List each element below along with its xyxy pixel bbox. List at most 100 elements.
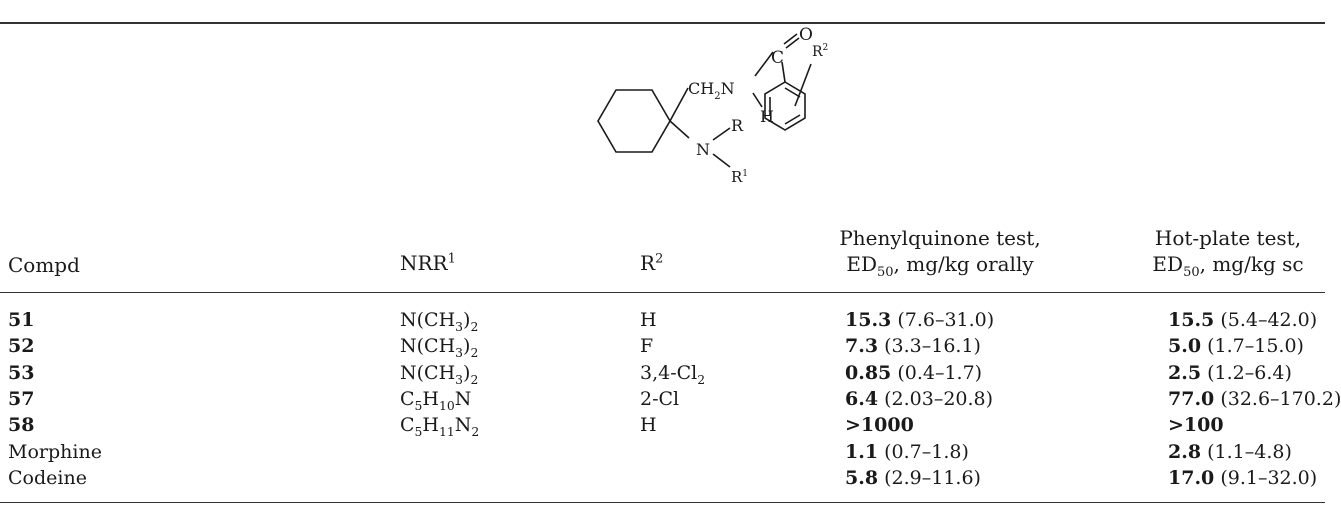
activity-range: (7.6–31.0) xyxy=(897,309,995,331)
formula-part: 10 xyxy=(438,398,455,413)
cell-phenylquinone: 0.85 (0.4–1.7) xyxy=(845,362,982,385)
activity-value: 6.4 xyxy=(845,388,879,410)
header-phenylquinone-rest: , mg/kg orally xyxy=(893,252,1034,276)
cell-phenylquinone: >1000 xyxy=(845,414,914,437)
formula-part: H xyxy=(422,414,439,436)
bond-c-o-1 xyxy=(783,33,798,45)
formula-part: 2 xyxy=(470,372,479,387)
cell-hot-plate: >100 xyxy=(1168,414,1224,437)
cell-compd: 53 xyxy=(8,362,35,384)
header-phenylquinone-line2: ED50, mg/kg orally xyxy=(808,251,1072,280)
activity-range: (9.1–32.0) xyxy=(1220,467,1318,489)
atom-r: R xyxy=(731,116,744,135)
activity-range: (2.9–11.6) xyxy=(884,467,981,489)
formula-part: 2 xyxy=(471,424,480,439)
activity-range: (2.03–20.8) xyxy=(884,388,994,410)
atom-nitrogen: N xyxy=(696,140,710,159)
formula-part: N xyxy=(454,388,472,410)
activity-value: >1000 xyxy=(845,414,914,436)
activity-value: 77.0 xyxy=(1168,388,1215,410)
activity-range: (1.1–4.8) xyxy=(1207,441,1292,463)
formula-part: 2 xyxy=(697,372,706,387)
activity-value: 5.8 xyxy=(845,467,879,489)
formula-part: C xyxy=(400,388,415,410)
activity-range: (3.3–16.1) xyxy=(884,335,981,357)
cell-nrr1: N(CH3)2 xyxy=(400,362,479,387)
header-nrr1-sup: 1 xyxy=(447,251,456,267)
header-hot-plate-ed: ED xyxy=(1152,252,1184,276)
formula-part: N xyxy=(454,414,472,436)
formula-part: H xyxy=(640,309,657,331)
formula-part: ) xyxy=(463,335,471,357)
cell-hot-plate: 2.5 (1.2–6.4) xyxy=(1168,362,1292,385)
activity-value: 0.85 xyxy=(845,362,892,384)
formula-part: 5 xyxy=(414,424,423,439)
formula-part: H xyxy=(640,414,657,436)
benzene-ring xyxy=(764,81,806,131)
formula-part: 2-Cl xyxy=(640,388,680,410)
table-top-rule xyxy=(0,22,1325,24)
cell-phenylquinone: 6.4 (2.03–20.8) xyxy=(845,388,993,411)
cell-r2: H xyxy=(640,414,657,437)
header-hot-plate-line1: Hot-plate test, xyxy=(1154,226,1302,250)
header-compd: Compd xyxy=(8,253,80,277)
cell-r2: H xyxy=(640,309,657,332)
header-phenylquinone-ed-sub: 50 xyxy=(876,265,894,280)
header-r2-sup: 2 xyxy=(655,251,664,267)
activity-range: (0.4–1.7) xyxy=(897,362,983,384)
header-nrr1-base: NRR xyxy=(400,251,448,275)
header-rule xyxy=(0,292,1325,293)
activity-range: (32.6–170.2) xyxy=(1220,388,1341,410)
activity-value: 2.8 xyxy=(1168,441,1202,463)
activity-range: (5.4–42.0) xyxy=(1220,309,1318,331)
activity-value: 17.0 xyxy=(1168,467,1215,489)
cell-compd: Codeine xyxy=(8,467,87,489)
benzene-double-1 xyxy=(784,87,801,98)
header-hot-plate-rest: , mg/kg sc xyxy=(1199,252,1304,276)
formula-part: C xyxy=(400,414,415,436)
cell-nrr1: C5H10N xyxy=(400,388,472,413)
formula-part: 3 xyxy=(455,372,464,387)
bond-n-r xyxy=(712,127,731,141)
formula-part: 11 xyxy=(438,424,455,439)
cell-compd: 57 xyxy=(8,388,35,410)
structure-diagram: O R2 C CH2N H R N R1 xyxy=(597,25,828,186)
formula-part: H xyxy=(422,388,439,410)
atom-r2: R2 xyxy=(812,43,828,60)
formula-part: N(CH xyxy=(400,362,456,384)
cell-phenylquinone: 1.1 (0.7–1.8) xyxy=(845,441,969,464)
cell-hot-plate: 5.0 (1.7–15.0) xyxy=(1168,335,1304,358)
activity-range: (0.7–1.8) xyxy=(884,441,969,463)
formula-part: N(CH xyxy=(400,309,456,331)
header-r2: R2 xyxy=(640,250,663,276)
formula-part: ) xyxy=(463,362,471,384)
atom-hydrogen: H xyxy=(760,107,774,126)
header-hot-plate: Hot-plate test, ED50, mg/kg sc xyxy=(1130,225,1326,279)
cell-hot-plate: 15.5 (5.4–42.0) xyxy=(1168,309,1317,332)
cell-hot-plate: 77.0 (32.6–170.2) xyxy=(1168,388,1341,411)
activity-value: 2.5 xyxy=(1168,362,1202,384)
activity-range: (1.7–15.0) xyxy=(1207,335,1304,357)
bond-n-r1 xyxy=(712,153,731,168)
formula-part: ) xyxy=(463,309,471,331)
benzene-double-2 xyxy=(784,114,801,125)
bond-c-n xyxy=(669,120,690,139)
activity-value: 15.5 xyxy=(1168,309,1215,331)
atom-oxygen: O xyxy=(799,25,813,45)
chemical-structure: O R2 C CH2N H R N R1 xyxy=(585,25,828,198)
cell-r2: F xyxy=(640,335,653,358)
cell-r2: 2-Cl xyxy=(640,388,679,411)
cell-phenylquinone: 5.8 (2.9–11.6) xyxy=(845,467,981,490)
formula-part: 3 xyxy=(455,319,464,334)
cell-compd: 51 xyxy=(8,309,35,331)
cell-phenylquinone: 15.3 (7.6–31.0) xyxy=(845,309,994,332)
header-phenylquinone-line1: Phenylquinone test, xyxy=(839,226,1041,250)
header-r2-base: R xyxy=(640,251,656,275)
header-hot-plate-line2: ED50, mg/kg sc xyxy=(1130,251,1326,279)
cell-nrr1: N(CH3)2 xyxy=(400,309,478,334)
activity-value: 7.3 xyxy=(845,335,879,357)
atom-r1: R1 xyxy=(731,168,748,186)
bond-c-benzene xyxy=(781,61,786,83)
activity-range: (1.2–6.4) xyxy=(1207,362,1292,384)
bond-n-h xyxy=(752,92,763,108)
